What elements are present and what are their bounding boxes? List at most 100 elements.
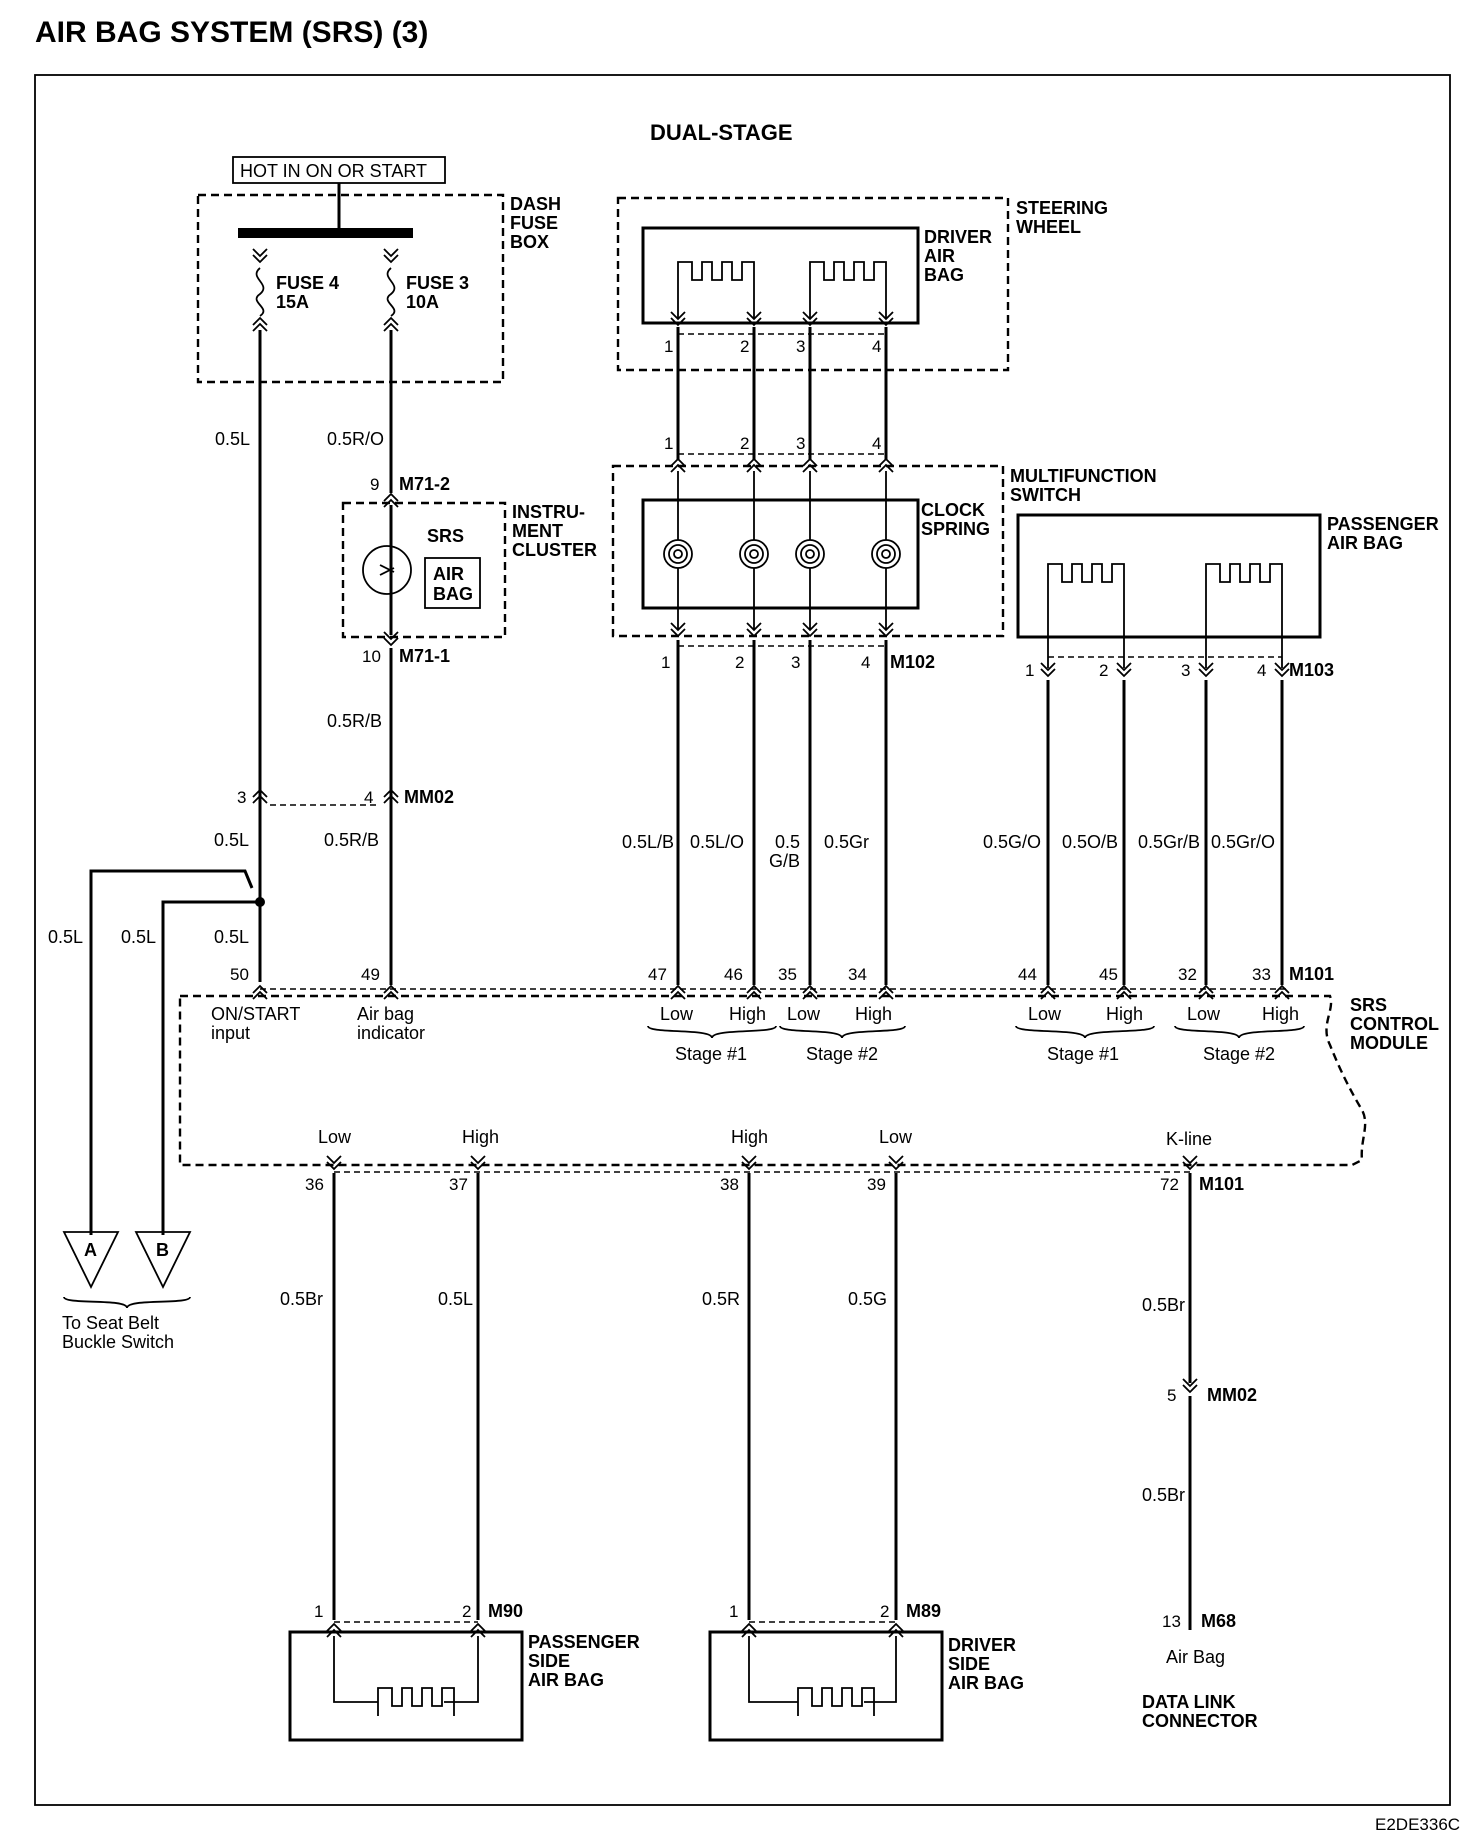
mm02-label: MM02 [404,787,454,807]
module-pin-39: 39 [867,1175,886,1194]
clock-pin-bottom-1: 1 [661,653,670,672]
connector-m90: M90 [488,1601,523,1621]
fuse-box-label-1: DASH [510,194,561,214]
clock-spring-label-1: CLOCK [921,500,985,520]
srs-control-module [178,994,1367,1167]
steering-pin-1: 1 [664,337,673,356]
connector-m89: M89 [906,1601,941,1621]
driver-side-air-bag [708,1630,944,1742]
connector-a-triangle [62,1231,120,1290]
fuse-4-label: FUSE 4 [276,273,339,293]
steering-wheel-group [616,196,1010,372]
fuse-3 [383,248,399,332]
module-pin-36: 36 [305,1175,324,1194]
drv-side-pin-1: 1 [729,1602,738,1621]
mm02-pin-4: 4 [364,788,373,807]
clock-pin-top-3: 3 [796,434,805,453]
wire-label-driver-4: 0.5Gr [824,832,869,852]
indicator-label-1: Air bag [357,1004,414,1024]
wire-label-side-4: 0.5G [848,1289,887,1309]
hot-in-label: HOT IN ON OR START [240,161,427,181]
seatbelt-label-1: To Seat Belt [62,1313,159,1333]
passenger-airbag-label-1: PASSENGER [1327,514,1439,534]
multifunction-label-2: SWITCH [1010,485,1081,505]
wire-label-branch-b: 0.5L [121,927,156,947]
pass-stage1-low: Low [1028,1004,1062,1024]
steering-pin-4: 4 [872,337,881,356]
cluster-label-3: CLUSTER [512,540,597,560]
seatbelt-label-2: Buckle Switch [62,1332,174,1352]
wire-label-pass-2: 0.5O/B [1062,832,1118,852]
pass-stage2-label: Stage #2 [1203,1044,1275,1064]
fuse-box-label-2: FUSE [510,213,558,233]
pass-stage2-high: High [1262,1004,1299,1024]
clock-pin-bottom-4: 4 [861,653,870,672]
diagram-subtitle: DUAL-STAGE [650,120,793,145]
pass-stage1-high: High [1106,1004,1143,1024]
dash-fuse-box [196,193,505,384]
wire-label-module-in: 0.5L [214,927,249,947]
wire-label-kline-1: 0.5Br [1142,1295,1185,1315]
dlc-pin: 13 [1162,1612,1181,1631]
wire-label-fuse3: 0.5R/O [327,429,384,449]
drv-side-label-2: SIDE [948,1654,990,1674]
drv-stage2-low: Low [787,1004,821,1024]
dlc-mm02-label: MM02 [1207,1385,1257,1405]
pass-side-pin-1: 1 [314,1602,323,1621]
wires-passenger-stages [1046,680,1284,985]
passenger-pin-4: 4 [1257,661,1266,680]
wire-label-cluster-out: 0.5R/B [327,711,382,731]
dlc-mm02-pin: 5 [1167,1386,1176,1405]
connector-m101-top: M101 [1289,964,1334,984]
connector-b-triangle [134,1231,192,1290]
cluster-pin-top: 9 [370,475,379,494]
cluster-pin-bottom: 10 [362,647,381,666]
steering-pin-3: 3 [796,337,805,356]
on-start-label-2: input [211,1023,250,1043]
connector-m102: M102 [890,652,935,672]
module-pin-47: 47 [648,965,667,984]
bus-bar [238,228,413,238]
on-start-label-1: ON/START [211,1004,300,1024]
driver-airbag-label-3: BAG [924,265,964,285]
airbag-lamp-label-2: BAG [433,584,473,604]
wire-label-kline-2: 0.5Br [1142,1485,1185,1505]
drv-side-label-3: AIR BAG [948,1673,1024,1693]
cluster-conn-bottom: M71-1 [399,646,450,666]
srs-warning-lamp [362,545,412,595]
dlc-airbag-label: Air Bag [1166,1647,1225,1667]
connector-b-label: B [156,1240,169,1260]
side-drv-high-label: High [731,1127,768,1147]
pass-side-label-3: AIR BAG [528,1670,604,1690]
srs-label: SRS [427,526,464,546]
wire-label-side-1: 0.5Br [280,1289,323,1309]
wire-label-pass-1: 0.5G/O [983,832,1041,852]
fuse-box-label-3: BOX [510,232,549,252]
wire-label-side-2: 0.5L [438,1289,473,1309]
clock-pin-bottom-2: 2 [735,653,744,672]
wire-branch-a [89,869,254,1235]
indicator-label-2: indicator [357,1023,425,1043]
passenger-airbag-label-2: AIR BAG [1327,533,1403,553]
steering-pin-2: 2 [740,337,749,356]
wire-label-pass-4: 0.5Gr/O [1211,832,1275,852]
pass-stage1-label: Stage #1 [1047,1044,1119,1064]
wires-side-airbags [332,1173,898,1620]
wire-label-right: 0.5R/B [324,830,379,850]
wire-label-branch-a: 0.5L [48,927,83,947]
wire-label-driver-3: 0.5 [775,832,800,852]
fuse-3-label: FUSE 3 [406,273,469,293]
clock-pin-bottom-3: 3 [791,653,800,672]
cluster-label-2: MENT [512,521,563,541]
cluster-label-1: INSTRU- [512,502,585,522]
driver-airbag-label-1: DRIVER [924,227,992,247]
drv-stage2-label: Stage #2 [806,1044,878,1064]
drv-stage1-label: Stage #1 [675,1044,747,1064]
fuse-4 [252,248,268,332]
multifunction-switch-group [611,464,1005,638]
passenger-air-bag [1016,513,1322,639]
dlc-label-1: DATA LINK [1142,1692,1236,1712]
connector-m68: M68 [1201,1611,1236,1631]
passenger-side-air-bag [288,1630,524,1742]
module-pin-50: 50 [230,965,249,984]
